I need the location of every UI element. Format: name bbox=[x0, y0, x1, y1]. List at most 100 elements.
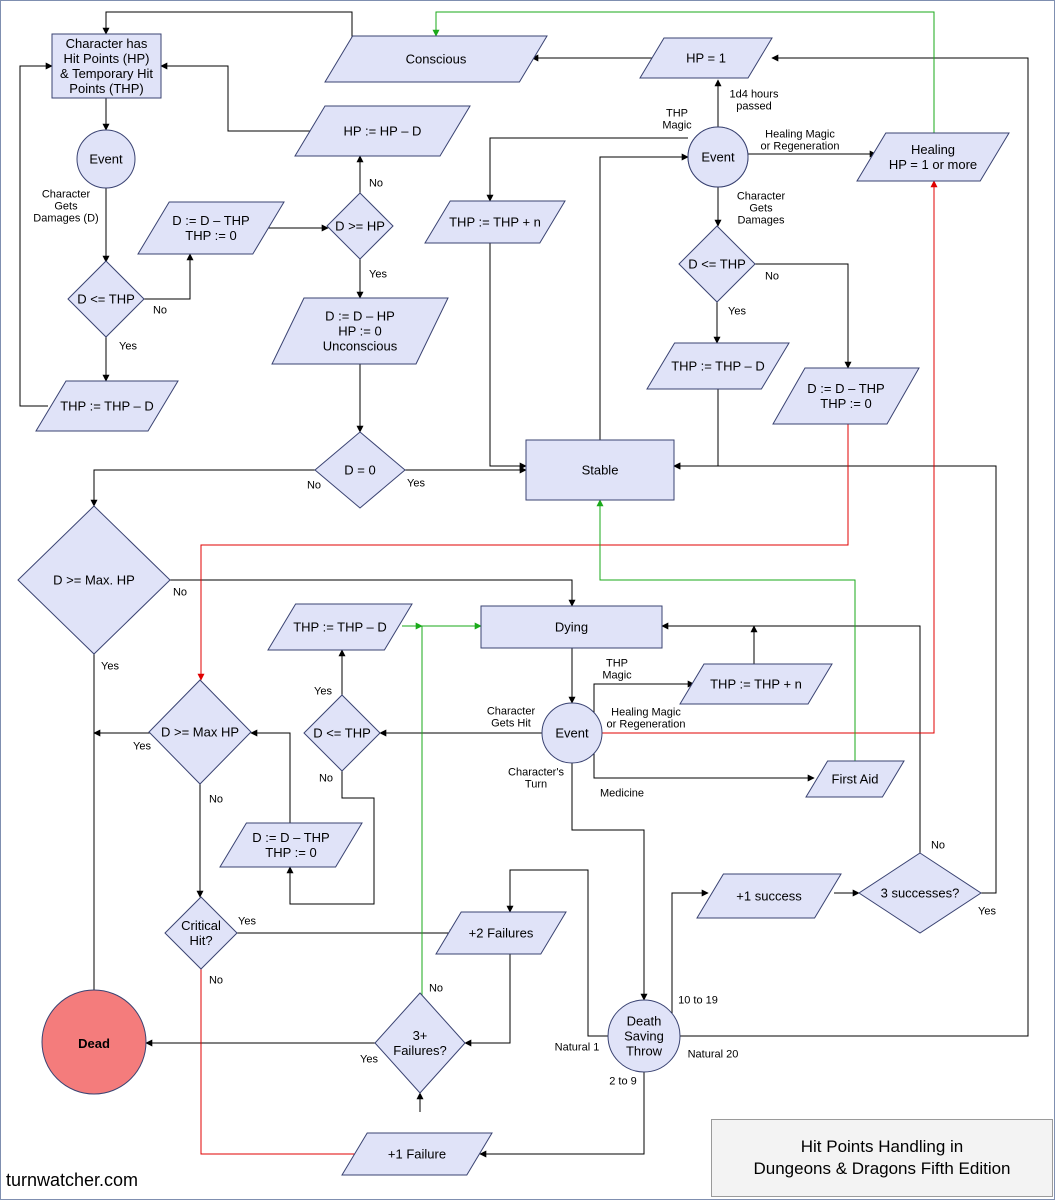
plus-one-success-box-label: +1 success bbox=[736, 889, 802, 904]
label-no-2: No bbox=[153, 305, 167, 317]
dying-box bbox=[480, 605, 663, 649]
label-natural-1: Natural 1 bbox=[555, 1042, 600, 1054]
connector-13 bbox=[90, 469, 315, 507]
connector-45 bbox=[661, 622, 921, 853]
hp-equals-one-box-label: HP = 1 bbox=[686, 51, 726, 66]
three-successes-decision-label: 3 successes? bbox=[881, 886, 960, 901]
d-le-thp-left-decision-label: D <= THP bbox=[77, 292, 135, 307]
d-ge-hp-decision-label: D >= HP bbox=[335, 219, 385, 234]
event-node-left-label: Event bbox=[89, 152, 123, 167]
label-yes-6: Yes bbox=[314, 686, 332, 698]
label-no-4: No bbox=[765, 271, 779, 283]
connector-49 bbox=[197, 424, 849, 681]
connector-23 bbox=[673, 389, 719, 470]
thp-minus-d-left-box-label: THP := THP – D bbox=[60, 399, 154, 414]
d-ge-hp-decision bbox=[326, 192, 394, 260]
connector-11 bbox=[19, 62, 53, 407]
label-no-10: No bbox=[429, 983, 443, 995]
undefined-label: Event bbox=[555, 726, 589, 741]
thp-plus-n-top-box bbox=[424, 200, 566, 244]
connector-36 bbox=[571, 763, 648, 1001]
d-le-thp-right-decision bbox=[678, 225, 756, 303]
label-no-7: No bbox=[209, 794, 223, 806]
three-failures-decision-label: 3+Failures? bbox=[393, 1028, 446, 1058]
d-minus-thp-right-box bbox=[772, 367, 920, 425]
d-minus-hp-unconscious-box bbox=[271, 297, 449, 365]
undefined bbox=[541, 702, 603, 764]
conscious-box-label: Conscious bbox=[406, 52, 467, 67]
three-failures-decision bbox=[374, 992, 466, 1094]
plus-one-success-box bbox=[696, 873, 842, 919]
label-yes-1: Yes bbox=[369, 269, 387, 281]
d-ge-max-hp-decision bbox=[17, 505, 171, 655]
event-node-2-label: Event bbox=[701, 150, 735, 165]
connector-44 bbox=[673, 462, 997, 894]
connector-37 bbox=[506, 869, 608, 1037]
connector-50 bbox=[600, 180, 938, 734]
first-aid-box-label: First Aid bbox=[832, 772, 879, 787]
connector-4 bbox=[144, 253, 194, 300]
label-2-to-9: 2 to 9 bbox=[609, 1076, 637, 1088]
connector-38 bbox=[464, 954, 511, 1047]
label-no-3: No bbox=[307, 480, 321, 492]
label-no-9: No bbox=[209, 975, 223, 987]
d-ge-max-hp-2-decision-label: D >= Max HP bbox=[161, 725, 239, 740]
d-le-thp-right-decision-label: D <= THP bbox=[688, 257, 746, 272]
d-ge-max-hp-2-decision bbox=[148, 679, 252, 785]
d-le-thp-mid-decision bbox=[303, 694, 381, 772]
healing-box bbox=[856, 132, 1010, 182]
hp-minus-d-box-label: HP := HP – D bbox=[344, 124, 422, 139]
connector-7 bbox=[160, 62, 315, 132]
label-yes-7: Yes bbox=[133, 741, 151, 753]
thp-minus-d-right-box-label: THP := THP – D bbox=[671, 359, 765, 374]
label-no-6: No bbox=[319, 773, 333, 785]
undefined bbox=[41, 989, 147, 1095]
label-no-5: No bbox=[173, 587, 187, 599]
thp-minus-d-right-box bbox=[646, 342, 790, 390]
connector-28 bbox=[593, 745, 815, 782]
diagram-title-line1: Hit Points Handling in bbox=[800, 1137, 964, 1156]
d-minus-thp-mid-box bbox=[219, 822, 363, 868]
connector-41 bbox=[479, 1072, 645, 1158]
hp-equals-one-box bbox=[639, 37, 773, 79]
connector-51 bbox=[432, 11, 935, 133]
d-equals-zero-decision-label: D = 0 bbox=[344, 463, 375, 478]
connector-48 bbox=[200, 969, 365, 1158]
label-no-8: No bbox=[931, 840, 945, 852]
connector-25 bbox=[599, 153, 689, 440]
connector-47 bbox=[680, 54, 1029, 1037]
thp-minus-d-mid-box bbox=[267, 603, 413, 651]
thp-plus-n-mid-box-label: THP := THP + n bbox=[710, 677, 802, 692]
undefined-label: Dead bbox=[78, 1036, 110, 1051]
label-yes-4: Yes bbox=[728, 306, 746, 318]
thp-plus-n-mid-box bbox=[679, 663, 833, 705]
thp-minus-d-left-box bbox=[35, 380, 179, 432]
label-yes-10: Yes bbox=[360, 1054, 378, 1066]
site-name: turnwatcher.com bbox=[6, 1170, 139, 1190]
d-equals-zero-decision bbox=[314, 431, 406, 509]
start-box bbox=[51, 33, 162, 99]
label-yes-8: Yes bbox=[978, 906, 996, 918]
plus-two-failures-box bbox=[435, 911, 567, 955]
event-node-left bbox=[76, 129, 136, 189]
thp-plus-n-top-box-label: THP := THP + n bbox=[449, 215, 541, 230]
hp-minus-d-box bbox=[294, 105, 471, 157]
label-yes-3: Yes bbox=[407, 478, 425, 490]
diagram-title-line2: Dungeons & Dragons Fifth Edition bbox=[753, 1159, 1011, 1178]
conscious-box bbox=[324, 35, 548, 83]
connector-14 bbox=[170, 579, 576, 607]
